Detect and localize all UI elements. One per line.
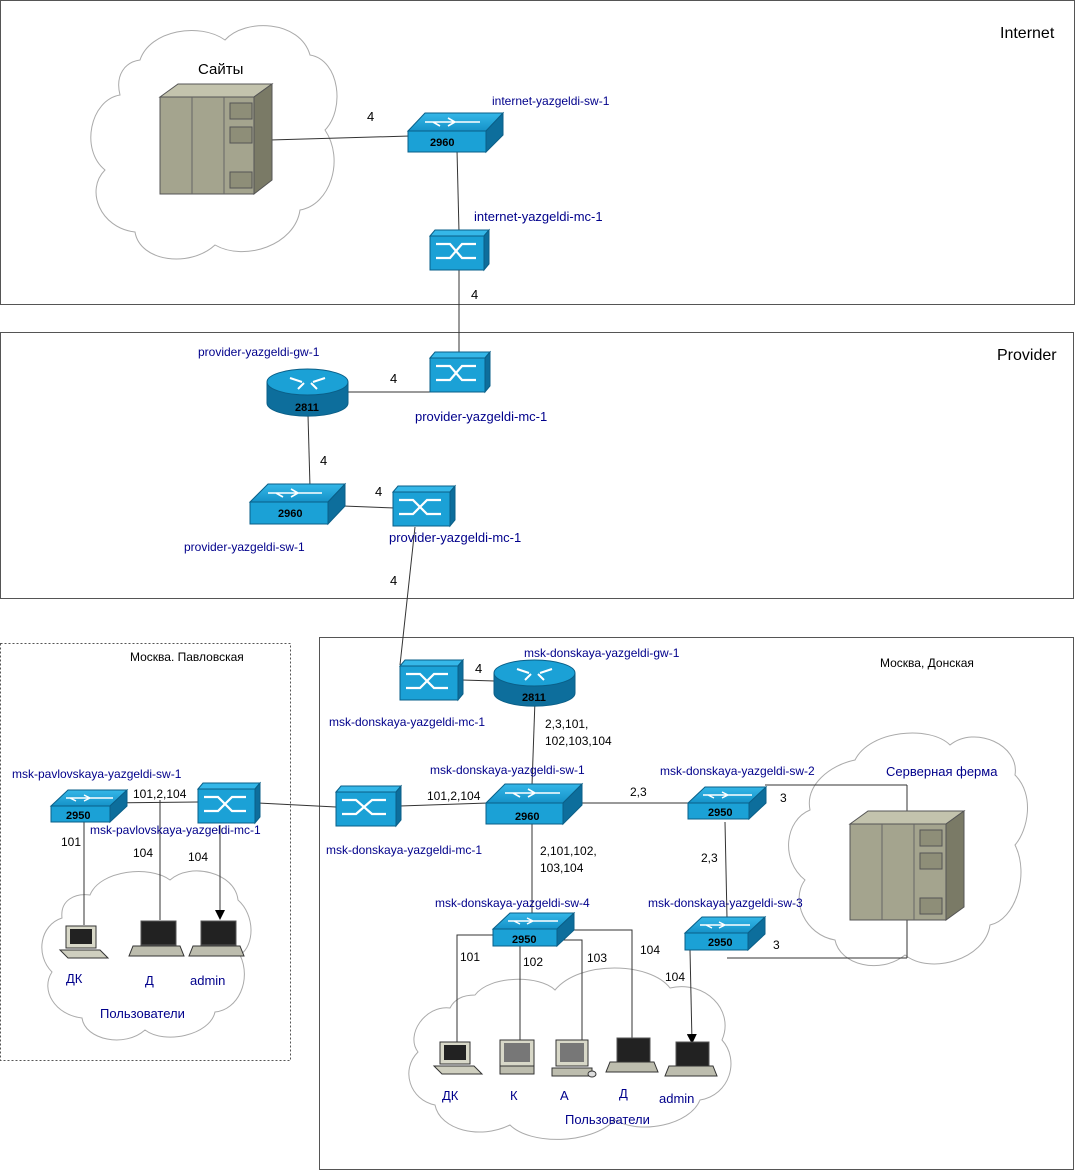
link-label: 101,2,104 [133,787,187,801]
model-label: 2960 [430,137,454,149]
link-label: 4 [390,573,397,588]
link-label: 104 [188,850,208,864]
model-label: 2811 [295,402,319,414]
media-converter-icon[interactable] [428,228,491,272]
switch-icon[interactable]: 2960 [248,482,347,526]
link-label: 3 [780,791,787,805]
media-converter-icon[interactable] [428,350,492,394]
switch-icon[interactable]: 2950 [491,911,576,948]
device-label-provider-mc1b: provider-yazgeldi-mc-1 [389,530,521,545]
device-label-msk-don-sw3: msk-donskaya-yazgeldi-sw-3 [648,896,803,910]
link-label: 103 [587,951,607,965]
laptop-icon[interactable] [605,1037,659,1073]
link-label: 104 [665,970,685,984]
device-label-msk-don-mc1: msk-donskaya-yazgeldi-mc-1 [329,715,485,729]
links [83,135,908,1044]
user-label: А [560,1088,569,1103]
link-label: 4 [475,661,482,676]
laptop-icon[interactable] [188,920,245,957]
link-label: 4 [471,287,478,302]
user-label: admin [190,973,225,988]
link-label: 3 [773,938,780,952]
switch-icon[interactable]: 2950 [683,915,767,952]
link-label: 101 [460,950,480,964]
user-label: Д [619,1086,628,1101]
model-label: 2950 [708,937,732,949]
switch-icon[interactable]: 2950 [686,785,768,821]
link-label: 4 [320,453,327,468]
model-label: 2960 [278,508,302,520]
server-sites [158,83,274,196]
device-label-msk-pav-mc1: msk-pavlovskaya-yazgeldi-mc-1 [90,823,261,837]
link-label: 2,3 [630,785,647,799]
link-label: 104 [133,846,153,860]
device-label-provider-sw1: provider-yazgeldi-sw-1 [184,540,305,554]
device-label-msk-don-sw2: msk-donskaya-yazgeldi-sw-2 [660,764,815,778]
media-converter-icon[interactable] [334,784,403,828]
link-label: 102,103,104 [545,734,612,748]
device-label-internet-mc1: internet-yazgeldi-mc-1 [474,209,603,224]
user-label: Д [145,973,154,988]
link-label: 4 [367,109,374,124]
link-label: 4 [375,484,382,499]
switch-icon[interactable]: 2950 [49,788,129,824]
zone-donskaya-title: Москва, Донская [880,656,974,670]
device-label-provider-mc1a: provider-yazgeldi-mc-1 [415,409,547,424]
cloud-users-pavlovskaya-label: Пользователи [100,1006,185,1021]
link-label: 2,101,102, [540,844,597,858]
zone-donskaya [319,637,1074,1170]
zone-provider-title: Provider [997,347,1057,364]
cloud-server-farm-label: Серверная ферма [886,764,998,779]
device-label-provider-gw1: provider-yazgeldi-gw-1 [198,345,320,359]
router-icon[interactable]: 2811 [266,368,349,417]
link-label: 101 [61,835,81,849]
model-label: 2950 [708,807,732,819]
link-label: 4 [390,371,397,386]
user-label: admin [659,1091,694,1106]
link-label: 2,3 [701,851,718,865]
desktop-computer-icon[interactable] [432,1041,484,1075]
desktop-computer-icon[interactable] [58,925,110,959]
link-label: 101,2,104 [427,789,481,803]
server-farm [848,810,966,921]
device-label-msk-don-gw1: msk-donskaya-yazgeldi-gw-1 [524,646,680,660]
zone-provider [0,332,1074,599]
zone-internet-title: Internet [1000,25,1055,42]
device-label-msk-don-sw4: msk-donskaya-yazgeldi-sw-4 [435,896,590,910]
desktop-computer-icon[interactable] [551,1039,597,1078]
cloud-sites-label: Сайты [198,61,243,78]
media-converter-icon[interactable] [398,658,465,702]
model-label: 2811 [522,692,546,704]
zone-pavlovskaya [0,643,291,1061]
router-icon[interactable]: 2811 [493,659,576,707]
media-converter-icon[interactable] [391,484,457,528]
link-label: 102 [523,955,543,969]
zone-pavlovskaya-title: Москва. Павловская [130,650,244,664]
laptop-icon[interactable] [128,920,185,957]
model-label: 2950 [66,810,90,822]
laptop-icon[interactable] [664,1041,718,1077]
zone-internet [0,0,1075,305]
model-label: 2950 [512,934,536,946]
device-label-msk-don-mc1b: msk-donskaya-yazgeldi-mc-1 [326,843,482,857]
link-label: 103,104 [540,861,584,875]
link-label: 2,3,101, [545,717,588,731]
user-label: ДК [442,1088,459,1103]
user-label: К [510,1088,518,1103]
desktop-computer-icon[interactable] [499,1039,535,1075]
switch-icon[interactable]: 2960 [484,782,584,826]
link-label: 104 [640,943,660,957]
switch-icon[interactable]: 2960 [406,111,505,154]
user-label: ДК [66,971,83,986]
cloud-users-donskaya-label: Пользователи [565,1112,650,1127]
device-label-msk-pav-sw1: msk-pavlovskaya-yazgeldi-sw-1 [12,767,182,781]
device-label-internet-sw1: internet-yazgeldi-sw-1 [492,94,610,108]
media-converter-icon[interactable] [196,781,262,825]
device-label-msk-don-sw1: msk-donskaya-yazgeldi-sw-1 [430,763,585,777]
model-label: 2960 [515,811,539,823]
